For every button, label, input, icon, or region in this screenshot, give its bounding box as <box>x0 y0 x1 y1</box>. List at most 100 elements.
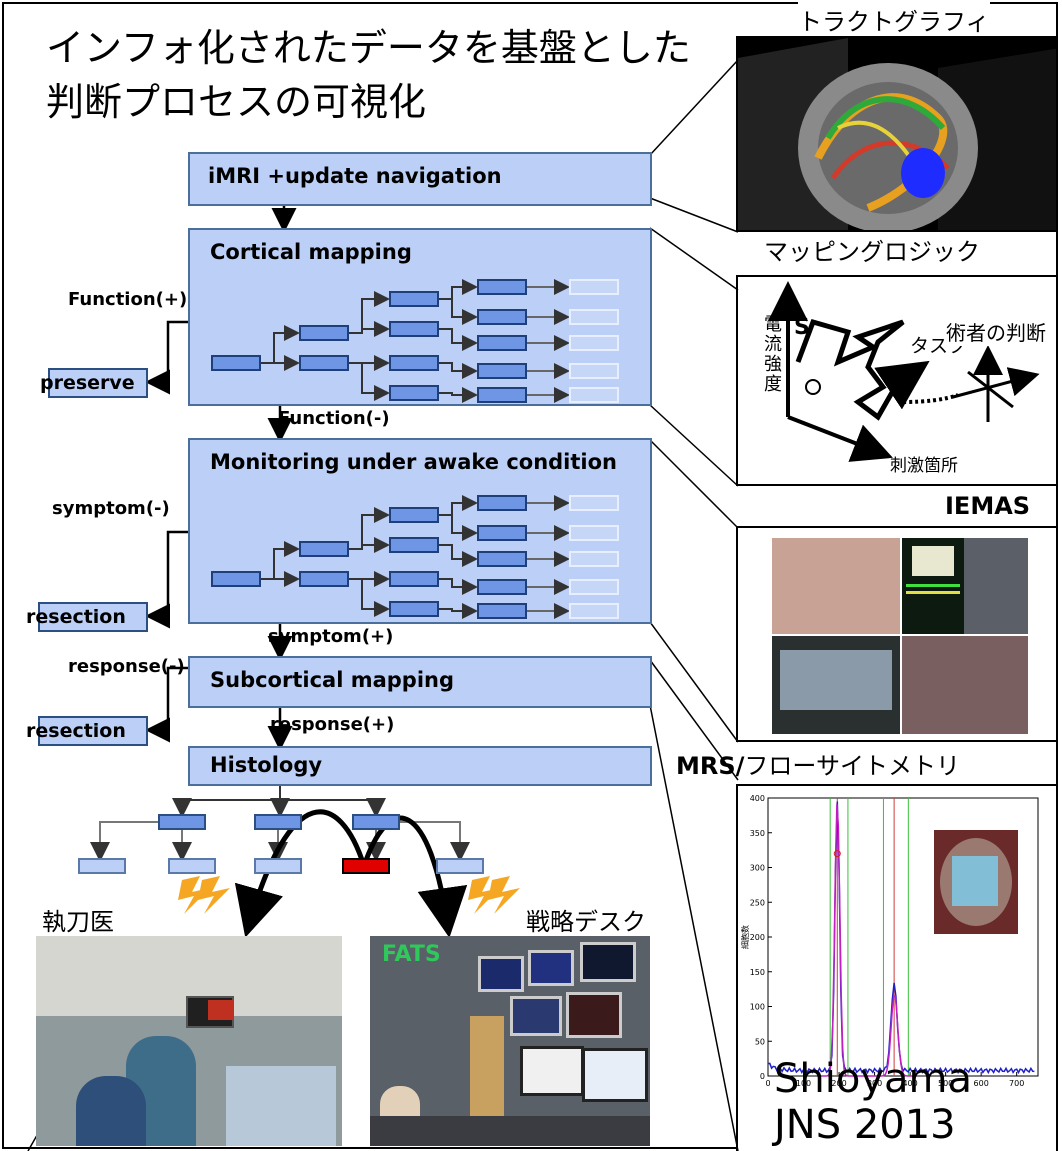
tree-node-faded <box>569 363 619 379</box>
iemas-label: IEMAS <box>945 492 1031 520</box>
tractography-label: トラクトグラフィ <box>798 2 990 37</box>
tree-node <box>389 507 439 523</box>
step-imri: iMRI +update navigation <box>188 152 652 206</box>
surgeon-label: 執刀医 <box>42 908 114 936</box>
step-imri-label: iMRI +update navigation <box>208 164 502 188</box>
stim-site-label: 刺激箇所 <box>890 456 958 476</box>
edge-symptom-neg: symptom(-) <box>52 498 170 519</box>
outcome-resection-2-label: resection <box>26 720 126 742</box>
histology-leaf-highlight <box>342 858 390 874</box>
navigation-screen-photo <box>772 636 900 734</box>
edge-function-neg: Function(-) <box>278 408 390 429</box>
citation-line1: Shioyama <box>774 1056 972 1102</box>
histology-node-2 <box>254 814 302 830</box>
tree-node <box>389 321 439 337</box>
tree-node <box>477 363 527 379</box>
strategy-desk-label: 戦略デスク <box>526 908 646 936</box>
tree-node <box>477 551 527 567</box>
brain-tract-graphic <box>738 38 1056 230</box>
tree-node <box>477 279 527 295</box>
s-marker: S <box>794 315 810 340</box>
tree-edge <box>260 541 300 580</box>
outcome-resection-1-label: resection <box>26 606 126 628</box>
tree-node-faded <box>569 279 619 295</box>
step-monitoring: Monitoring under awake condition <box>188 438 652 624</box>
y-tick-label: 200 <box>750 933 765 942</box>
tree-node <box>477 495 527 511</box>
tree-edge <box>438 387 478 403</box>
x-tick-label: 400 <box>902 1079 917 1088</box>
tree-node <box>299 541 349 557</box>
fit-curve <box>821 804 917 1077</box>
surgeon-judgement-label: 術者の判断 <box>946 317 1046 346</box>
axis-label-current: 電流強度 <box>764 314 782 395</box>
mrs-label: MRS/フローサイトメトリ <box>676 746 960 781</box>
mrs-label-bold: MRS/ <box>676 752 745 780</box>
tree-edge <box>348 291 390 334</box>
strategy-desk-photo: FATS <box>370 936 650 1146</box>
monitor-screen-photo <box>902 538 964 634</box>
edge-response-neg: response(-) <box>68 656 185 677</box>
tree-edge <box>438 298 478 325</box>
step-monitoring-label: Monitoring under awake condition <box>210 450 617 474</box>
tree-node <box>477 525 527 541</box>
tree-edge <box>438 495 478 516</box>
citation-line2: JNS 2013 <box>774 1102 956 1148</box>
tree-node-faded <box>569 579 619 595</box>
tree-node <box>211 355 261 371</box>
mrs-inset-image <box>934 830 1018 934</box>
tree-edge <box>348 537 390 553</box>
x-tick-label: 0 <box>765 1079 770 1088</box>
step-histology: Histology <box>188 746 652 786</box>
y-tick-label: 50 <box>755 1037 765 1046</box>
slide-title-line1: インフォ化されたデータを基盤とした <box>46 26 691 70</box>
y-tick-label: 350 <box>750 829 765 838</box>
histology-node-3 <box>352 814 400 830</box>
tree-edge <box>438 603 478 619</box>
decision-tree-monitoring <box>211 495 619 619</box>
histology-leaf-1 <box>78 858 126 874</box>
tree-edge <box>438 544 478 567</box>
tree-node <box>211 571 261 587</box>
step-cortical-label: Cortical mapping <box>210 240 412 264</box>
histology-leaf-2 <box>168 858 216 874</box>
tree-edge <box>438 362 478 379</box>
tree-node <box>477 579 527 595</box>
tree-node-faded <box>569 525 619 541</box>
tree-node <box>477 335 527 351</box>
outcome-preserve: preserve <box>40 368 148 398</box>
y-tick-label: 250 <box>750 898 765 907</box>
peak-marker <box>833 850 841 858</box>
edge-symptom-pos: symptom(+) <box>268 626 394 647</box>
tree-node <box>389 291 439 307</box>
tree-edge <box>348 507 390 550</box>
x-tick-label: 500 <box>938 1079 953 1088</box>
tree-node <box>299 355 349 371</box>
edge-function-pos: Function(+) <box>68 289 188 310</box>
step-histology-label: Histology <box>210 753 323 777</box>
tree-node-faded <box>569 603 619 619</box>
tree-node-faded <box>569 335 619 351</box>
patient-face-photo <box>772 538 900 634</box>
tree-node-faded <box>569 387 619 403</box>
tree-node <box>299 325 349 341</box>
tree-edge <box>438 328 478 351</box>
outcome-resection-1: resection <box>26 602 148 632</box>
edge-response-pos: response(+) <box>270 714 395 735</box>
tree-edge <box>260 325 300 364</box>
x-tick-label: 200 <box>831 1079 846 1088</box>
tree-edge <box>348 362 390 401</box>
tree-edge <box>348 578 390 617</box>
iemas-image <box>736 526 1058 742</box>
histology-node-1 <box>158 814 206 830</box>
tree-node <box>477 603 527 619</box>
tree-edge <box>438 279 478 300</box>
tree-node <box>389 601 439 617</box>
tree-node-faded <box>569 309 619 325</box>
y-tick-label: 150 <box>750 968 765 977</box>
decision-tree-cortical <box>211 279 619 403</box>
step-subcortical: Subcortical mapping <box>188 656 652 708</box>
mapping-logic-label: マッピングロジック <box>764 238 980 266</box>
tractography-image <box>736 36 1058 232</box>
